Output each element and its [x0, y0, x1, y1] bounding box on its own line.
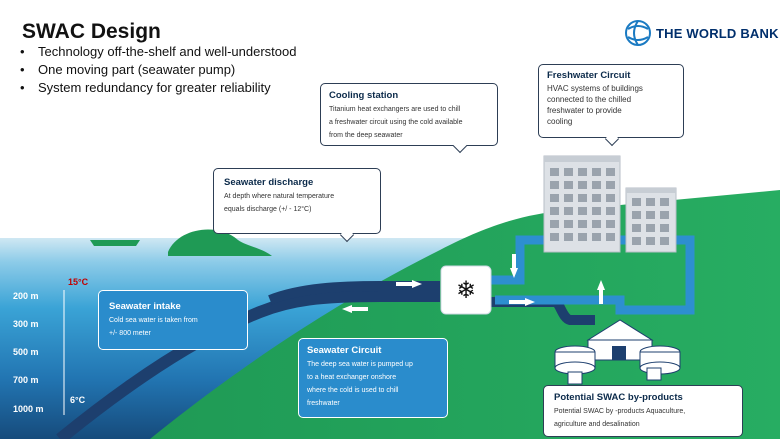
seawater-intake-pipe: [56, 290, 440, 439]
world-bank-logo: THE WORLD BANK: [624, 19, 779, 47]
building-window: [550, 207, 559, 215]
byproducts-callout: Potential SWAC by-products Potential SWA…: [543, 385, 743, 437]
building-window: [606, 233, 615, 241]
building-window: [632, 224, 641, 232]
building-window: [578, 207, 587, 215]
building-window: [578, 168, 587, 176]
building-window: [660, 224, 669, 232]
building-window: [592, 181, 601, 189]
building-window: [660, 198, 669, 206]
building-window: [632, 211, 641, 219]
page-title: SWAC Design: [22, 20, 161, 43]
building-window: [606, 168, 615, 176]
snowflake-icon: ❄: [455, 276, 477, 304]
building-window: [606, 194, 615, 202]
building-window: [578, 181, 587, 189]
callout-body: Potential SWAC by -products Aquaculture,…: [554, 408, 686, 428]
cooling-station-callout: Cooling station Titanium heat exchangers…: [320, 83, 498, 154]
bullet-text: System redundancy for greater reliabilit…: [38, 80, 271, 95]
building-window: [632, 237, 641, 245]
callout-body: Titanium heat exchangers are used to chi…: [329, 106, 463, 139]
building-window: [578, 194, 587, 202]
building-window: [564, 233, 573, 241]
deep-temperature: 6°C: [70, 395, 86, 405]
building-window: [550, 194, 559, 202]
bullet-item: •One moving part (seawater pump): [20, 62, 236, 77]
seawater-intake-callout: Seawater intake Cold sea water is taken …: [98, 290, 248, 350]
callout-body: The deep sea water is pumped up to a hea…: [307, 361, 413, 407]
island: [168, 229, 272, 256]
depth-label: 1000 m: [13, 404, 44, 414]
callout-title: Cooling station: [329, 90, 399, 101]
bullet-item: •System redundancy for greater reliabili…: [20, 80, 271, 95]
building-window: [660, 237, 669, 245]
building-window: [550, 220, 559, 228]
callout-title: Seawater discharge: [224, 177, 314, 188]
building-window: [606, 220, 615, 228]
callout-title: Freshwater Circuit: [547, 70, 631, 81]
building-window: [606, 207, 615, 215]
bullet-text: Technology off-the-shelf and well-unders…: [38, 44, 297, 59]
seawater-discharge-callout: Seawater discharge At depth where natura…: [213, 168, 381, 243]
callout-title: Seawater intake: [109, 301, 181, 312]
boat: [90, 240, 140, 246]
building-window: [564, 207, 573, 215]
depth-label: 300 m: [13, 319, 39, 329]
freshwater-loop-pipe: [490, 235, 695, 315]
callout-body: HVAC systems of buildings connected to t…: [547, 84, 643, 126]
building-window: [550, 168, 559, 176]
bullet-item: •Technology off-the-shelf and well-under…: [20, 44, 297, 59]
tank-right: [639, 345, 681, 381]
building-window: [592, 207, 601, 215]
surface-temperature: 15°C: [68, 277, 89, 287]
building-window: [646, 198, 655, 206]
building-window: [578, 220, 587, 228]
building-window: [592, 220, 601, 228]
depth-label: 500 m: [13, 347, 39, 357]
building-window: [592, 233, 601, 241]
building-window: [578, 233, 587, 241]
building-window: [550, 233, 559, 241]
callout-title: Potential SWAC by-products: [554, 392, 683, 403]
building-window: [550, 181, 559, 189]
building-window: [564, 194, 573, 202]
building-window: [646, 237, 655, 245]
freshwater-circuit-callout: Freshwater Circuit HVAC systems of build…: [538, 64, 684, 147]
callout-body: At depth where natural temperature equal…: [224, 193, 335, 213]
depth-label: 200 m: [13, 291, 39, 301]
seawater-discharge-pipe: [268, 281, 440, 305]
tank-left: [554, 345, 596, 385]
building-window: [606, 181, 615, 189]
building-window: [592, 194, 601, 202]
building-window: [564, 181, 573, 189]
building-window: [660, 211, 669, 219]
building-window: [564, 168, 573, 176]
seawater-circuit-callout: Seawater Circuit The deep sea water is p…: [298, 338, 448, 418]
building-window: [646, 224, 655, 232]
bullet-text: One moving part (seawater pump): [38, 62, 236, 77]
globe-icon: [625, 20, 651, 46]
building-window: [632, 198, 641, 206]
bullet-list: •Technology off-the-shelf and well-under…: [20, 43, 296, 97]
logo-text: THE WORLD BANK: [656, 25, 779, 41]
building-window: [646, 211, 655, 219]
cooling-station-box: [440, 265, 492, 315]
building-window: [564, 220, 573, 228]
callout-title: Seawater Circuit: [307, 345, 382, 356]
depth-label: 700 m: [13, 375, 39, 385]
building-window: [592, 168, 601, 176]
callout-body: Cold sea water is taken from +/- 800 met…: [109, 317, 198, 337]
greenhouse: [586, 319, 654, 361]
